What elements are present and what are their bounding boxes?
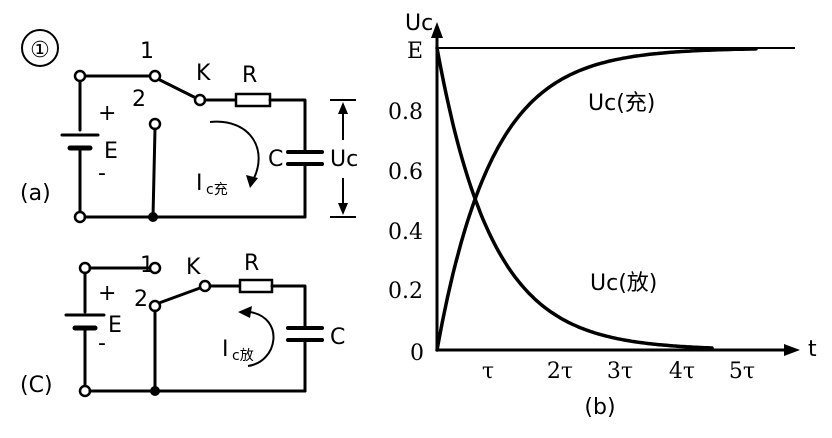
y-tick-label: 0.8 — [388, 100, 423, 125]
circuit-a-pos2-wire — [151, 127, 157, 219]
circuit-a-tag: (a) — [20, 181, 51, 206]
circuit-a-uc-arrowhead-bottom — [338, 203, 348, 215]
x-tick-label: 2τ — [547, 359, 573, 384]
circuit-c-capacitor-label: C — [330, 325, 345, 350]
figure-number-circle — [21, 29, 59, 67]
x-tick-label: τ — [482, 359, 494, 384]
circuit-c-switch-pos1 — [148, 261, 162, 275]
figure-number: ① — [21, 29, 59, 67]
circuit-a-current-label: I — [196, 171, 203, 196]
circuit-c-resistor — [238, 278, 274, 294]
circuit-a-capacitor-label: C — [268, 147, 283, 172]
x-axis-label: t — [808, 337, 817, 362]
circuit-a-pos1-label: 1 — [140, 39, 154, 64]
circuit-c-resistor-label: R — [244, 251, 259, 276]
circuit-c-wire-to-c — [270, 284, 307, 328]
circuit-a-switch-label: K — [196, 61, 211, 86]
circuit-a-source-label: E — [104, 139, 118, 164]
discharge-curve-label: Uc(放) — [590, 271, 657, 296]
circuit-c-current-arrowhead — [238, 306, 252, 318]
circuit-a-terminal-top-left — [73, 69, 87, 83]
circuit-a-uc-arrowhead-top — [338, 102, 348, 114]
circuit-a-current-arrow — [209, 120, 260, 183]
circuit-a-current-arrowhead — [246, 175, 258, 188]
circuit-a-switch-blade — [158, 78, 198, 100]
circuit-a-voltage-label: Uc — [330, 147, 358, 172]
circuit-c-switch-blade — [157, 286, 202, 305]
circuit-c-tag: (C) — [20, 373, 53, 398]
circuit-c-switch-label: K — [186, 255, 201, 280]
y-tick-label: 0.4 — [388, 220, 423, 245]
charge-curve-label: Uc(充) — [588, 91, 655, 116]
x-tick-label: 4τ — [669, 359, 695, 384]
circuit-c-minus: - — [98, 331, 106, 356]
y-axis-label: Uc — [405, 11, 433, 36]
graph-tag: (b) — [584, 395, 615, 420]
circuit-a-resistor — [234, 92, 272, 108]
circuit-a-plus: + — [98, 101, 116, 126]
y-tick-label: 0 — [410, 341, 424, 366]
circuit-a-wire-to-c — [268, 98, 307, 152]
circuit-c: + E - 1 2 K R C I c放 (C) — [20, 251, 345, 398]
circuit-c-source-label: E — [108, 313, 122, 338]
y-tick-label: E — [407, 39, 423, 64]
y-tick-label: 0.6 — [388, 160, 423, 185]
y-tick-label: 0.2 — [388, 279, 423, 304]
x-axis-arrowhead — [784, 344, 800, 356]
circuit-a-pos2-label: 2 — [132, 87, 146, 112]
rc-graph: Uc t E 0.8 0.6 0.4 0.2 0 τ 2τ 3τ 4τ 5τ U… — [388, 11, 817, 420]
series-charge-line — [435, 47, 758, 352]
circuit-a-current-sub: c充 — [206, 182, 228, 198]
circuit-c-pos2-label: 2 — [134, 287, 148, 312]
x-tick-label: 3τ — [607, 359, 633, 384]
x-tick-label: 5τ — [729, 359, 755, 384]
figure-number-text: ① — [30, 38, 50, 63]
y-axis-arrowhead — [431, 22, 443, 38]
circuit-a-switch-pos1 — [148, 69, 162, 83]
series-discharge-line — [435, 46, 714, 350]
circuit-a-minus: - — [98, 161, 106, 186]
circuit-c-pos1-label: 1 — [140, 253, 154, 278]
circuit-c-current-sub: c放 — [232, 348, 254, 364]
circuit-c-current-arrow — [247, 311, 275, 367]
circuit-c-current-label: I — [222, 337, 229, 362]
circuit-c-plus: + — [98, 281, 116, 306]
circuit-a: + E - 1 2 K R C Uc I — [20, 39, 358, 224]
circuit-a-resistor-label: R — [242, 63, 257, 88]
